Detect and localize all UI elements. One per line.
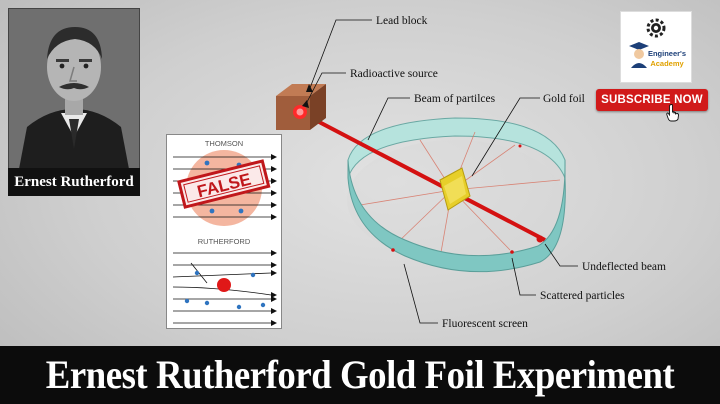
rutherford-portrait (8, 8, 140, 170)
radioactive-source-label: Radioactive source (350, 68, 438, 80)
video-title: Ernest Rutherford Gold Foil Experiment (45, 352, 675, 397)
fluorescent-screen-front (347, 159, 566, 273)
logo-line1: Engineer's (648, 49, 686, 58)
lead-block-label: Lead block (376, 15, 428, 27)
logo-line2: Academy (650, 59, 684, 68)
false-stamp: FALSE (177, 159, 271, 209)
gold-foil (439, 167, 471, 211)
hand-cursor-icon (666, 104, 679, 122)
scattered-rays (359, 131, 561, 259)
rutherford-nucleus (217, 278, 231, 292)
beam-label: Beam of partilces (414, 93, 496, 105)
graduate-icon (629, 42, 649, 68)
title-banner (0, 346, 720, 404)
portrait-caption: Ernest Rutherford (8, 168, 140, 196)
engineers-academy-logo[interactable]: Engineer's Academy (620, 11, 692, 83)
scintillation-dots (391, 144, 544, 254)
atom-model-comparison-card: THOMSON FALSE RUTHERFORD (166, 134, 282, 329)
gold-foil-label: Gold foil (543, 93, 585, 105)
gear-icon (646, 18, 666, 38)
lead-block (276, 84, 326, 130)
thomson-label: THOMSON (205, 139, 243, 148)
rutherford-label: RUTHERFORD (198, 237, 251, 246)
particle-beam (299, 110, 546, 242)
scattered-particles-label: Scattered particles (540, 290, 625, 302)
undeflected-beam-label: Undeflected beam (582, 261, 666, 273)
fluorescent-screen-label: Fluorescent screen (442, 318, 528, 330)
subscribe-button[interactable]: SUBSCRIBE NOW (596, 89, 708, 111)
rutherford-electrons (184, 270, 266, 310)
